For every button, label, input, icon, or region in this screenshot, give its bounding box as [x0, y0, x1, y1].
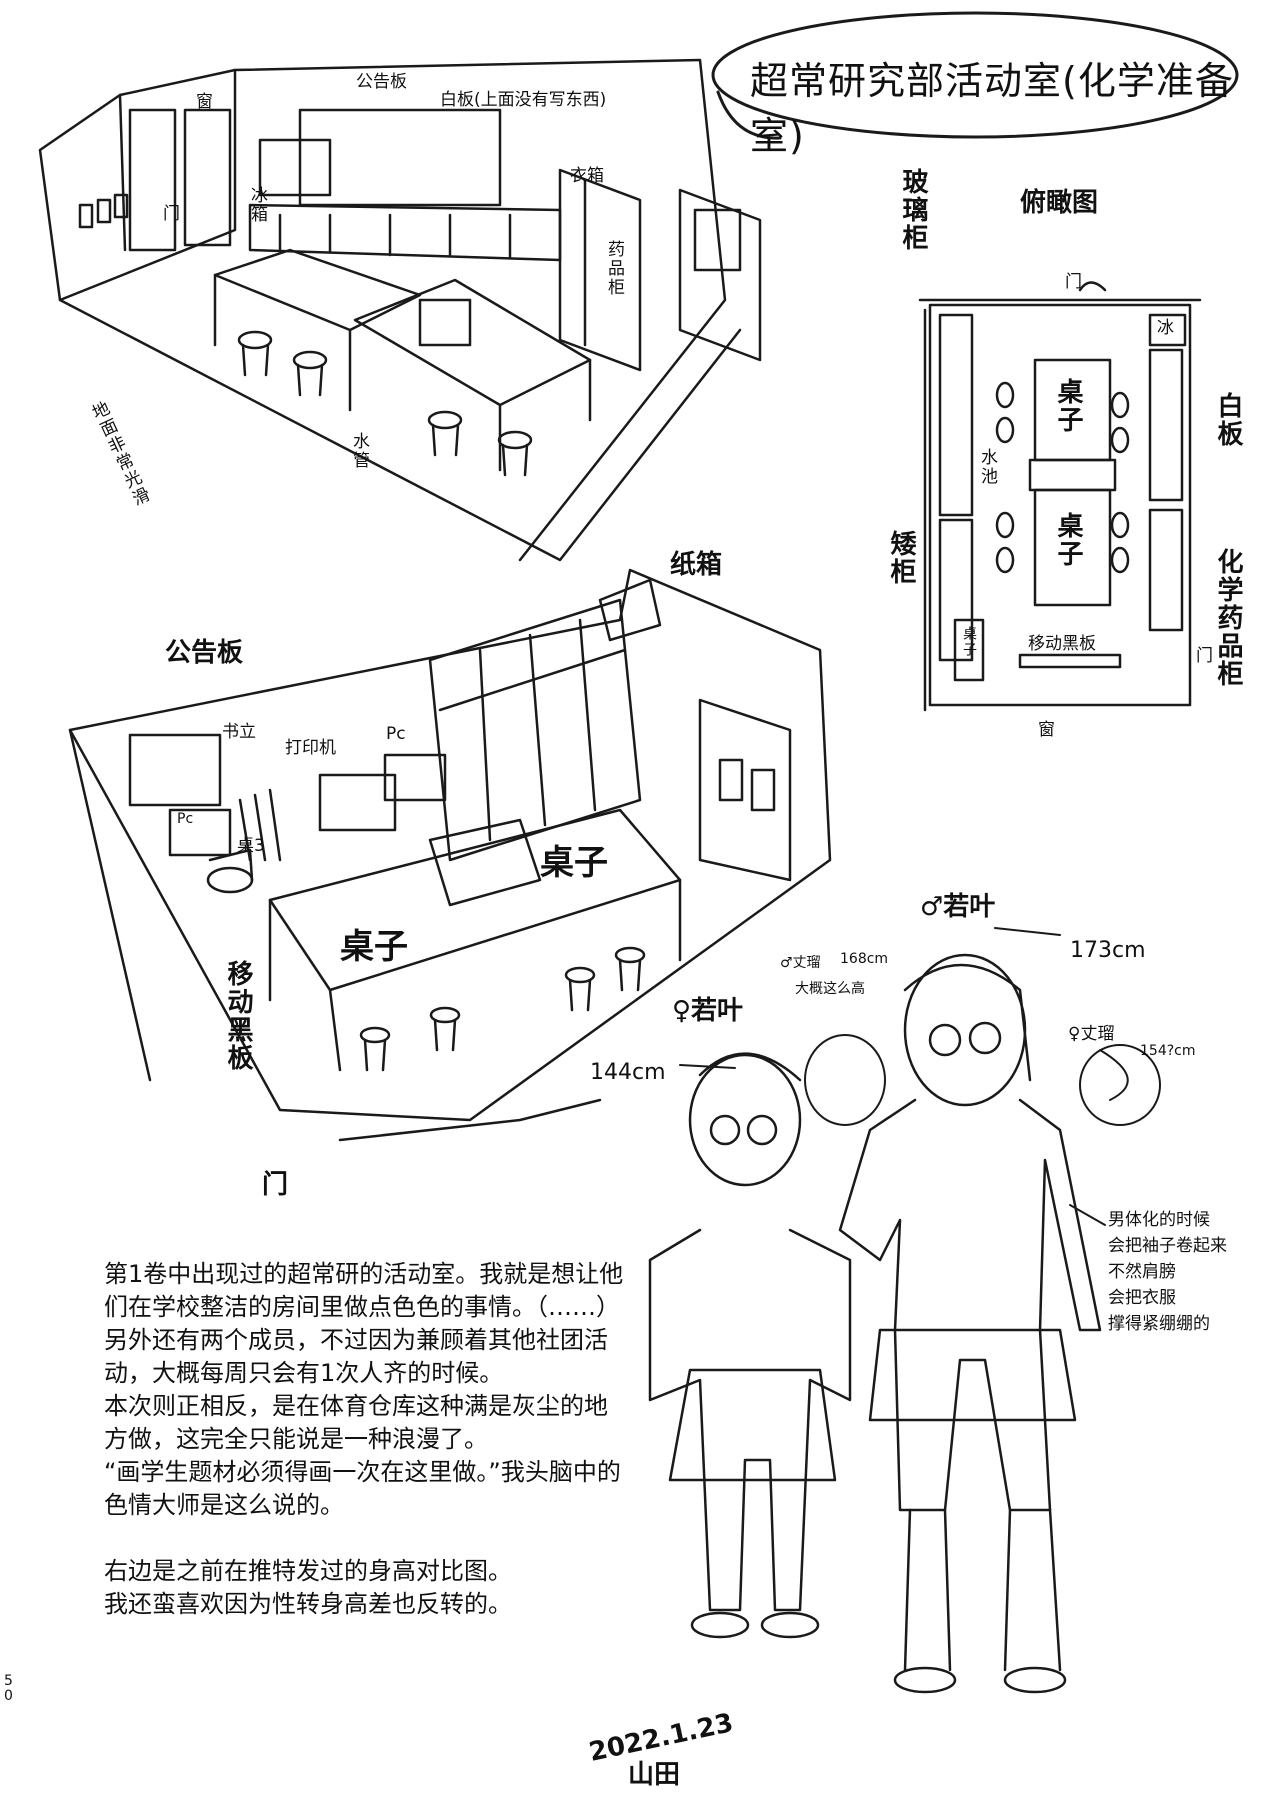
label-bookstand: 书立 — [222, 722, 256, 742]
label-whiteboard-top: 白板(上面没有写东西) — [440, 90, 607, 110]
label-whiteboard-overhead: 白板 — [1213, 392, 1243, 448]
label-female-other-height: 154?cm — [1140, 1043, 1196, 1059]
label-desk-small-overhead: 桌子 — [961, 626, 977, 658]
label-glass-cabinet: 玻璃柜 — [898, 168, 928, 252]
label-desk2-overhead: 桌子 — [1053, 512, 1083, 568]
label-pc-2: Pc — [177, 811, 194, 827]
note-line-1: 男体化的时候 — [1108, 1210, 1210, 1230]
title-bubble — [711, 11, 1239, 139]
note-line-3: 不然肩膀 — [1108, 1262, 1176, 1282]
label-door-bottom: 门 — [262, 1170, 289, 1200]
label-bulletin-bottom: 公告板 — [165, 638, 244, 668]
character-female-sketch — [648, 1052, 852, 1639]
label-wardrobe: 衣箱 — [570, 166, 604, 186]
label-sink-overhead: 水池 — [977, 448, 997, 486]
description-para-7: 我还蛮喜欢因为性转身高差也反转的。 — [104, 1590, 512, 1618]
label-window-top: 窗 — [196, 92, 213, 112]
note-pointer — [1069, 1204, 1106, 1226]
room-sketch-top — [38, 58, 762, 562]
overhead-heading: 俯瞰图 — [1020, 188, 1099, 218]
description-gap — [104, 1522, 624, 1555]
label-blackboard-overhead: 移动黑板 — [1028, 634, 1096, 654]
label-desk2-bottom: 桌子 — [540, 843, 608, 883]
description-para-3: 本次则正相反，是在体育仓库这种满是灰尘的地方做，这完全只能说是一种浪漫了。 — [104, 1392, 608, 1453]
page-number: 50 — [4, 1673, 13, 1704]
label-fridge-top: 冰箱 — [247, 186, 267, 224]
note-line-2: 会把袖子卷起来 — [1108, 1236, 1227, 1256]
label-blackboard-bottom: 移动黑板 — [223, 960, 253, 1072]
description-para-2: 另外还有两个成员，不过因为兼顾着其他社团活动，大概每周只会有1次人齐的时候。 — [104, 1326, 608, 1387]
label-box: 纸箱 — [670, 550, 723, 580]
label-male-height: 173cm — [1070, 938, 1146, 963]
description-block: 第1卷中出现过的超常研的活动室。我就是想让他们在学校整洁的房间里做点色色的事情。… — [104, 1258, 624, 1621]
label-pc-1: Pc — [386, 724, 406, 744]
note-line-4: 会把衣服 — [1108, 1288, 1176, 1308]
description-para-4: “画学生题材必须得画一次在这里做。”我头脑中的色情大师是这么说的。 — [104, 1458, 621, 1519]
label-door-overhead-bottom: 门 — [1196, 646, 1213, 666]
description-para-6: 右边是之前在推特发过的身高对比图。 — [104, 1557, 512, 1585]
mini-heads — [804, 1034, 1161, 1126]
label-female-other-name: ♀丈瑠 — [1068, 1024, 1115, 1044]
label-window-overhead: 窗 — [1038, 720, 1055, 740]
signature-name: 山田 — [628, 1760, 681, 1790]
note-line-5: 撑得紧绷绷的 — [1108, 1314, 1210, 1334]
label-male-name: ♂若叶 — [920, 892, 996, 922]
label-male-other-name: ♂丈瑠 — [780, 955, 821, 971]
height-markers — [679, 927, 1129, 1101]
label-desk1-overhead: 桌子 — [1053, 378, 1083, 434]
label-low-cabinet: 矮柜 — [886, 530, 916, 586]
label-door-top: 门 — [163, 204, 180, 224]
label-female-name: ♀若叶 — [672, 996, 744, 1026]
label-medicine-top: 药品柜 — [604, 240, 624, 297]
label-desk1-bottom: 桌子 — [340, 927, 408, 967]
overhead-plan — [918, 281, 1202, 712]
character-male-sketch — [838, 953, 1102, 1694]
label-printer: 打印机 — [285, 738, 336, 758]
label-fridge-overhead: 冰 — [1157, 318, 1174, 338]
label-male-other-note: 大概这么高 — [795, 981, 865, 997]
label-desk-small: 桌3 — [237, 836, 265, 856]
page-title: 超常研究部活动室(化学准备室) — [750, 59, 1234, 158]
room-sketch-bottom — [68, 568, 832, 1142]
label-sink-top: 水管 — [349, 432, 369, 470]
label-male-other-height: 168cm — [840, 951, 889, 967]
description-para-1: 第1卷中出现过的超常研的活动室。我就是想让他们在学校整洁的房间里做点色色的事情。… — [104, 1260, 624, 1321]
label-female-height: 144cm — [590, 1060, 666, 1085]
label-bulletin-top: 公告板 — [356, 72, 407, 92]
label-chem-cabinet: 化学药品柜 — [1213, 548, 1243, 688]
label-door-overhead-top: 门 — [1065, 272, 1082, 292]
